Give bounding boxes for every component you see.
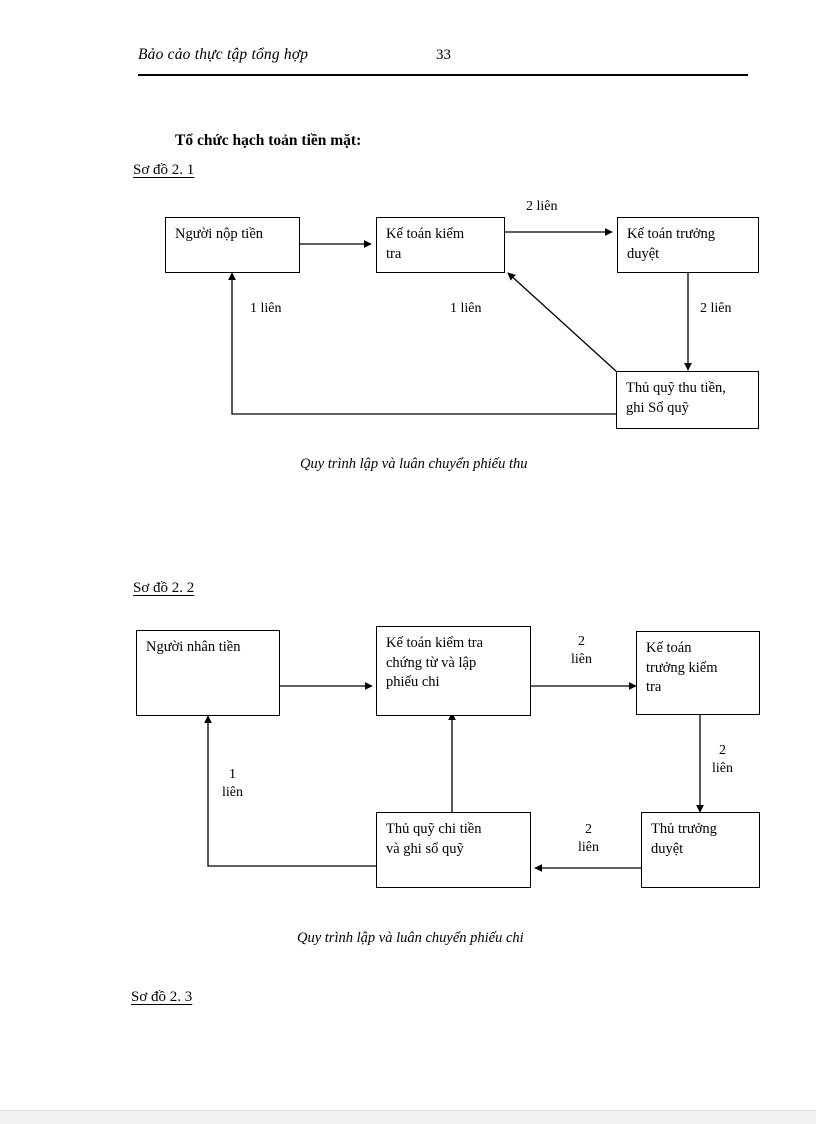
node-line: Thủ quỹ thu tiền, <box>626 380 726 396</box>
edge-label-1-lien-left-2: 1 liên <box>222 767 243 801</box>
node-line: Kế toán <box>646 640 692 656</box>
figure-caption-1: Quy trình lập và luân chuyển phiếu thu <box>300 456 528 472</box>
edge-label-2-lien-bottom-2: 2 liên <box>578 822 599 856</box>
node-line: duyệt <box>627 245 660 262</box>
node-line: trưởng kiểm <box>646 659 718 676</box>
node-line: Thủ trưởng <box>651 821 717 837</box>
node-nguoi-nhan-tien[interactable]: Người nhân tiền <box>136 630 280 716</box>
figure-label-3: Sơ đồ 2. 3 <box>131 989 193 1005</box>
node-ke-toan-kiem-tra-chung-tu[interactable]: Kế toán kiểm tra chứng từ và lập phiếu c… <box>376 626 531 716</box>
node-line: Kế toán kiểm <box>386 226 465 242</box>
edge-label-2-lien-right: 2 liên <box>700 301 732 316</box>
node-line: Người nộp tiền <box>175 226 264 242</box>
node-line: ghi Sổ quỹ <box>626 399 689 416</box>
edge-label-1-lien-mid: 1 liên <box>450 301 482 316</box>
node-line: Thủ quỹ chi tiền <box>386 821 482 837</box>
node-line: tra <box>646 679 662 696</box>
node-line: và ghi sổ quỹ <box>386 840 464 857</box>
header-divider <box>138 74 748 76</box>
node-ke-toan-truong-duyet[interactable]: Kế toán trưởng duyệt <box>617 217 759 273</box>
node-thu-quy-chi-tien[interactable]: Thủ quỹ chi tiền và ghi sổ quỹ <box>376 812 531 888</box>
edge-label-2-lien-right-2: 2 liên <box>712 743 733 777</box>
node-thu-truong-duyet[interactable]: Thủ trưởng duyệt <box>641 812 760 888</box>
node-line: Người nhân tiền <box>146 639 241 655</box>
figure-label-2: Sơ đồ 2. 2 <box>133 580 195 596</box>
page-bottom-edge <box>0 1110 816 1124</box>
node-ke-toan-kiem-tra[interactable]: Kế toán kiểm tra <box>376 217 505 273</box>
node-thu-quy-thu-tien[interactable]: Thủ quỹ thu tiền, ghi Sổ quỹ <box>616 371 759 429</box>
node-line: chứng từ và lập <box>386 654 477 671</box>
page-number: 33 <box>436 47 451 63</box>
edge-label-1-lien-left: 1 liên <box>250 301 282 316</box>
header-title: Bảo cảo thực tập tổng hợp <box>138 46 309 63</box>
figure-caption-2: Quy trình lập và luân chuyển phiếu chi <box>297 930 524 946</box>
section-title: Tổ chức hạch toản tiền mặt: <box>175 132 362 149</box>
running-header: Bảo cảo thực tập tổng hợp 33 <box>138 46 748 76</box>
node-nguoi-nop-tien[interactable]: Người nộp tiền <box>165 217 300 273</box>
node-line: duyệt <box>651 840 684 857</box>
node-line: tra <box>386 245 402 262</box>
node-line: phiếu chi <box>386 674 440 691</box>
figure-label-1: Sơ đồ 2. 1 <box>133 162 195 178</box>
node-line: Kế toán trưởng <box>627 226 716 242</box>
node-ke-toan-truong-kiem-tra[interactable]: Kế toán trưởng kiểm tra <box>636 631 760 715</box>
edge-label-2-lien-top: 2 liên <box>526 199 558 214</box>
node-line: Kế toán kiểm tra <box>386 635 484 651</box>
edge-label-2-lien-top-2: 2 liên <box>571 634 592 668</box>
